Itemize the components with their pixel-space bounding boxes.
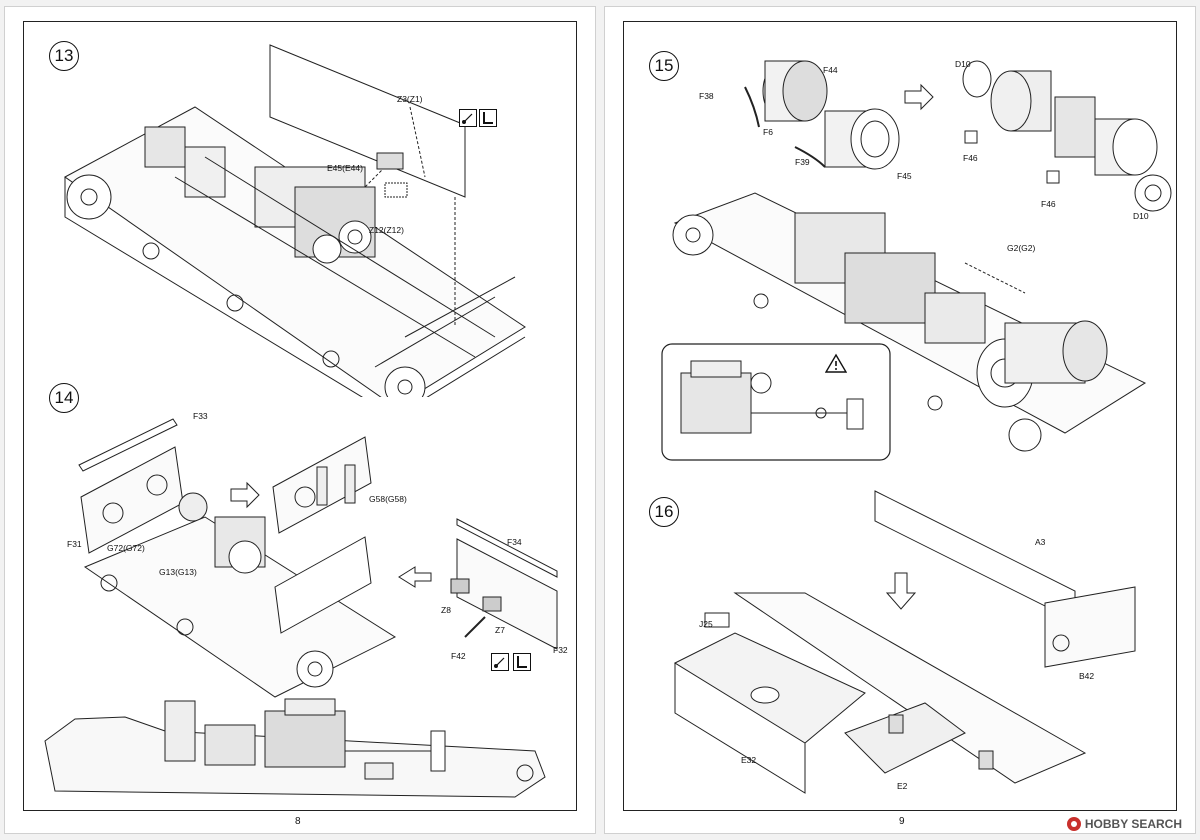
part-label-f46-b: F46 xyxy=(1041,199,1056,209)
cement-icon xyxy=(513,653,531,671)
part-label-j25: J25 xyxy=(699,619,713,629)
watermark-text: HOBBY SEARCH xyxy=(1084,817,1182,831)
part-label-z8: Z8 xyxy=(441,605,451,615)
right-page: 15 F44 F38 F6 xyxy=(604,6,1196,834)
part-label-g2: G2(G2) xyxy=(1007,243,1036,253)
part-label-f6: F6 xyxy=(763,127,773,137)
step-13-number: 13 xyxy=(49,41,79,71)
watermark: HOBBY SEARCH xyxy=(1062,816,1186,832)
part-label-f34: F34 xyxy=(507,537,522,547)
step-15-inset-detail xyxy=(661,343,891,461)
part-label-g72: G72(G72) xyxy=(107,543,145,553)
page-frame xyxy=(23,21,577,811)
side-profile-drawing xyxy=(44,698,546,798)
page-number: 8 xyxy=(291,816,305,827)
step-16-drawing xyxy=(673,490,1136,794)
part-label-e2: E2 xyxy=(897,781,908,791)
step-15-exploded-drawing xyxy=(744,60,1172,212)
glue-icon xyxy=(459,109,477,127)
part-label-b42: B42 xyxy=(1079,671,1095,681)
cement-icon xyxy=(479,109,497,127)
part-label-f31: F31 xyxy=(67,539,82,549)
part-label-g13: G13(G13) xyxy=(159,567,197,577)
step-15-number: 15 xyxy=(649,51,679,81)
step-14-drawing xyxy=(78,418,558,698)
part-label-f38: F38 xyxy=(699,91,714,101)
part-label-e32: E32 xyxy=(741,755,757,765)
part-label-f33: F33 xyxy=(193,411,208,421)
left-page: 13 xyxy=(4,6,596,834)
step-16-number: 16 xyxy=(649,497,679,527)
part-label-z12: Z12(Z12) xyxy=(369,225,404,235)
part-label-a3: A3 xyxy=(1035,537,1046,547)
hobby-search-logo-icon xyxy=(1066,817,1081,831)
step-13-chassis-drawing xyxy=(64,44,526,397)
part-label-d10-bottom: D10 xyxy=(1133,211,1149,221)
part-label-z7: Z7 xyxy=(495,625,505,635)
page-number: 9 xyxy=(895,816,909,827)
part-label-z3: Z3(Z1) xyxy=(397,94,423,104)
part-label-f45: F45 xyxy=(897,171,912,181)
glue-icon xyxy=(491,653,509,671)
part-label-e45: E45(E44) xyxy=(327,163,363,173)
page-frame xyxy=(623,21,1177,811)
part-label-f44: F44 xyxy=(823,65,838,75)
part-label-f46-a: F46 xyxy=(963,153,978,163)
part-label-f39: F39 xyxy=(795,157,810,167)
step-14-number: 14 xyxy=(49,383,79,413)
warning-triangle-icon xyxy=(825,353,847,373)
part-label-f32: F32 xyxy=(553,645,568,655)
part-label-d10-top: D10 xyxy=(955,59,971,69)
step-15-chassis-drawing xyxy=(672,192,1147,452)
part-label-g58: G58(G58) xyxy=(369,494,407,504)
part-label-f42: F42 xyxy=(451,651,466,661)
